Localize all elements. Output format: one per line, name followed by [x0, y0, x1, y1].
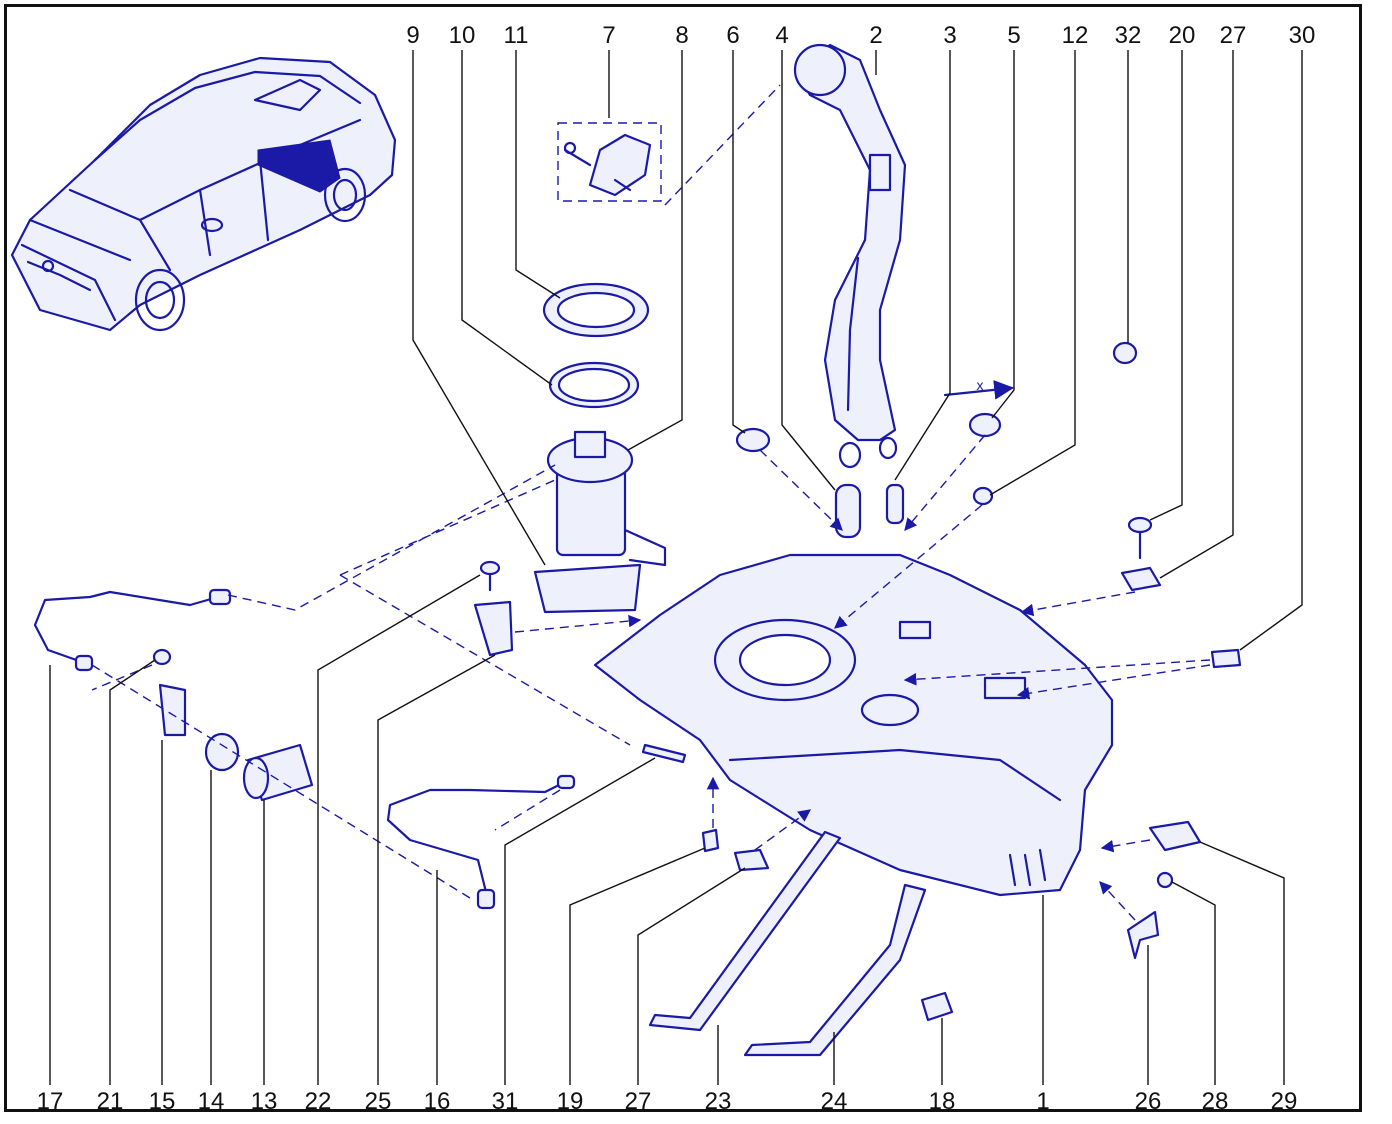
part-32-nut [1112, 341, 1138, 365]
label-bottom-18: 18 [928, 1088, 956, 1115]
label-bottom-14: 14 [197, 1088, 225, 1115]
part-21-nut [152, 648, 172, 666]
part-28-nut [1156, 871, 1174, 889]
label-bottom-15: 15 [148, 1088, 176, 1115]
part-7-cover [557, 122, 662, 202]
label-top-2: 2 [869, 22, 883, 49]
label-top-5: 5 [1007, 22, 1021, 49]
part-25-bracket [473, 600, 514, 657]
part-17-pipe [33, 588, 232, 672]
part-13-fuel-filter [242, 743, 314, 802]
part-20-bolt [1127, 516, 1153, 560]
leader-lines [49, 50, 1303, 1085]
part-27-pad-lower [733, 848, 770, 872]
part-30-pad [1210, 648, 1242, 669]
part-23-strap [648, 830, 842, 1032]
label-bottom-1: 1 [1036, 1088, 1050, 1115]
part-15-bracket [158, 683, 187, 737]
label-top-20: 20 [1168, 22, 1196, 49]
part-19-connector [701, 828, 720, 853]
part-2-filler-neck [793, 43, 907, 469]
label-bottom-23: 23 [704, 1088, 732, 1115]
label-bottom-28: 28 [1201, 1088, 1229, 1115]
part-16-pipe [386, 774, 576, 910]
part-12-grommet [972, 486, 994, 506]
part-14-clamp [204, 732, 240, 772]
part-6-clamp [735, 427, 771, 453]
label-top-7: 7 [602, 22, 616, 49]
label-bottom-27: 27 [624, 1088, 652, 1115]
label-top-6: 6 [726, 22, 740, 49]
part-31-pad [641, 743, 687, 764]
part-26-bracket [1126, 910, 1160, 960]
label-bottom-25: 25 [364, 1088, 392, 1115]
label-bottom-13: 13 [250, 1088, 278, 1115]
part-10-seal-ring [548, 361, 640, 409]
part-29-pad [1148, 820, 1202, 852]
part-9-retainer [533, 563, 642, 614]
label-top-3: 3 [943, 22, 957, 49]
label-bottom-19: 19 [556, 1088, 584, 1115]
dimension-x-label: x [976, 377, 984, 393]
label-top-8: 8 [675, 22, 689, 49]
label-top-32: 32 [1114, 22, 1142, 49]
label-bottom-26: 26 [1134, 1088, 1162, 1115]
car-illustration [10, 56, 397, 332]
part-24-strap [743, 883, 927, 1057]
label-bottom-22: 22 [304, 1088, 332, 1115]
part-8-fuel-pump-module [546, 430, 667, 567]
label-bottom-16: 16 [423, 1088, 451, 1115]
part-4-hose [834, 483, 862, 539]
part-1-fuel-tank [593, 553, 1114, 897]
part-11-gasket [542, 282, 650, 338]
label-bottom-17: 17 [36, 1088, 64, 1115]
label-bottom-21: 21 [96, 1088, 124, 1115]
label-bottom-29: 29 [1270, 1088, 1298, 1115]
label-top-12: 12 [1061, 22, 1089, 49]
label-top-11: 11 [503, 22, 529, 49]
fuel-tank-highlight [257, 139, 341, 193]
part-22-bolt [479, 560, 501, 592]
label-bottom-31: 31 [491, 1088, 519, 1115]
label-bottom-24: 24 [820, 1088, 848, 1115]
label-top-4: 4 [775, 22, 789, 49]
part-18-clip [920, 991, 954, 1022]
label-top-27: 27 [1219, 22, 1247, 49]
part-27-pad-right [1120, 566, 1162, 592]
label-top-9: 9 [406, 22, 420, 49]
label-top-30: 30 [1288, 22, 1316, 49]
label-top-10: 10 [448, 22, 476, 49]
part-3-hose [885, 483, 905, 525]
